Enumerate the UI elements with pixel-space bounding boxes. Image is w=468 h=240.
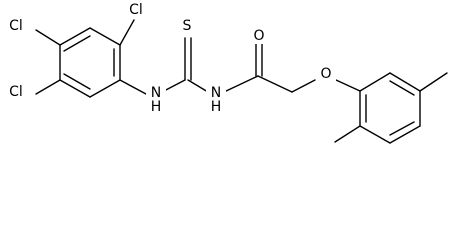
atom-label-nh-left-h: H xyxy=(151,99,162,115)
bond xyxy=(359,125,391,144)
bond xyxy=(35,79,61,95)
atom-label-n-left: N xyxy=(151,85,161,101)
bond-lines xyxy=(35,19,448,144)
atom-label-o-ether: O xyxy=(320,66,331,82)
bond xyxy=(59,79,91,98)
bond xyxy=(389,80,415,96)
bond xyxy=(334,125,361,143)
atom-label-s: S xyxy=(183,18,192,34)
bond xyxy=(119,19,135,46)
bond xyxy=(389,125,421,144)
atom-label-cl-top: Cl xyxy=(129,2,143,18)
bond xyxy=(335,79,361,92)
bond xyxy=(419,72,448,92)
bond xyxy=(359,72,391,92)
bond xyxy=(187,79,209,93)
atom-labels: Cl Cl Cl N H S N H O O xyxy=(2,2,336,115)
bond xyxy=(89,79,121,98)
bond xyxy=(291,79,316,93)
bond xyxy=(89,27,121,46)
bond xyxy=(257,75,293,93)
atom-label-cl-upper: Cl xyxy=(9,18,23,34)
bond xyxy=(63,35,91,52)
chemical-structure-diagram: Cl Cl Cl N H S N H O O xyxy=(2,2,448,144)
atom-label-n-right: N xyxy=(211,85,221,101)
bond xyxy=(389,121,415,136)
bond xyxy=(63,73,91,90)
bond xyxy=(59,27,91,46)
atom-label-nh-right-h: H xyxy=(211,99,222,115)
atom-label-cl-lower: Cl xyxy=(9,84,23,100)
bond xyxy=(119,79,147,95)
bond xyxy=(389,72,421,92)
bond xyxy=(223,75,259,93)
atom-label-o-carbonyl: O xyxy=(253,28,264,44)
bond xyxy=(35,29,61,46)
